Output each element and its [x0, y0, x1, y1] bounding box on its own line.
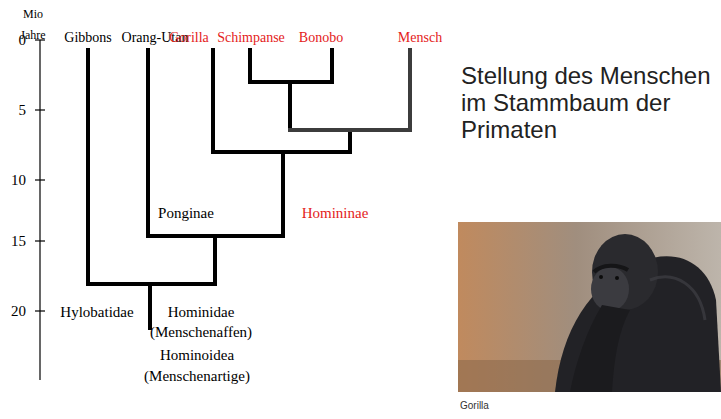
- gorilla-eye: [599, 275, 603, 279]
- tree-branch: [290, 50, 410, 130]
- tree-branch: [250, 50, 332, 82]
- tree-branches: [88, 50, 410, 328]
- gorilla-photo: [458, 222, 721, 392]
- photo-background: [458, 222, 721, 392]
- gorilla-eye: [615, 276, 619, 280]
- clade-label: Hominoidea (Menschenartige): [144, 345, 250, 387]
- tree-branch: [213, 50, 350, 152]
- taxon-label: Schimpanse: [217, 29, 285, 46]
- clade-label: Homininae: [302, 204, 369, 222]
- axis-number: 10: [11, 171, 26, 189]
- tree-branch: [288, 82, 292, 130]
- axis-tick: [35, 109, 45, 110]
- tree-root: [148, 284, 152, 328]
- gorilla-arm: [570, 305, 630, 392]
- time-axis: [35, 40, 45, 380]
- axis-number: 15: [11, 232, 26, 250]
- clade-label: Hominidae (Menschenaffen): [150, 302, 252, 342]
- gorilla-head: [592, 234, 658, 310]
- axis-line: [39, 40, 40, 380]
- tree-branch: [148, 50, 283, 236]
- gorilla-highlight: [650, 277, 705, 320]
- axis-tick: [35, 240, 45, 241]
- gorilla-brow: [594, 266, 628, 272]
- taxon-label: Gorilla: [169, 29, 209, 46]
- taxon-label: Mensch: [398, 29, 442, 46]
- taxon-label: Bonobo: [299, 29, 343, 46]
- axis-tick: [35, 310, 45, 311]
- axis-tick: [35, 179, 45, 180]
- diagram-title: Stellung des Menschen im Stammbaum der P…: [461, 62, 717, 143]
- axis-number: 5: [19, 101, 27, 119]
- gorilla-face: [591, 267, 629, 311]
- axis-number: 20: [11, 302, 26, 320]
- taxon-label: Gibbons: [64, 29, 111, 46]
- tree-branch: [88, 50, 215, 284]
- photo-caption: Gorilla: [460, 400, 489, 412]
- clade-label: Ponginae: [158, 204, 214, 222]
- axis-number: 0: [19, 31, 27, 49]
- clade-label: Hylobatidae: [60, 303, 133, 321]
